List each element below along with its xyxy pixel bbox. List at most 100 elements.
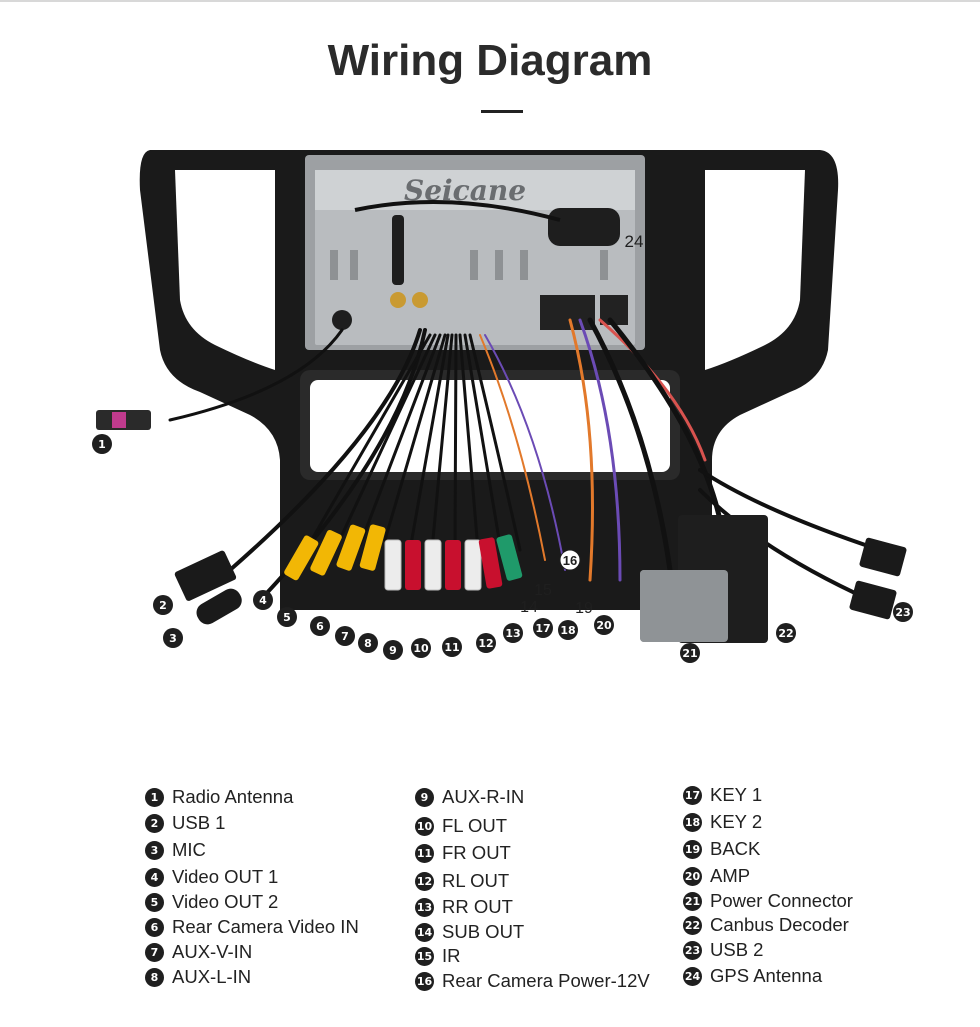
legend-item: 9 AUX-R-IN [415,785,524,809]
callout-23: 23 [893,602,913,622]
title-underline [481,110,523,113]
callout-21: 21 [680,643,700,663]
svg-text:3: 3 [169,632,177,645]
legend-label: KEY 1 [710,784,763,805]
svg-text:11: 11 [444,641,459,654]
svg-text:19: 19 [575,600,593,617]
number-badge: 24 [683,966,702,986]
svg-text:23: 23 [895,606,910,619]
callout-10: 10 [411,638,431,658]
legend-label: RR OUT [442,896,513,917]
svg-text:9: 9 [389,644,397,657]
gps-antenna [548,208,620,246]
callout-6: 6 [310,616,330,636]
callout-4: 4 [253,590,273,610]
number-badge: 16 [415,971,434,991]
svg-text:24: 24 [625,232,644,251]
callout-11: 11 [442,637,462,657]
svg-text:14: 14 [520,599,538,616]
number-badge: 18 [683,812,702,832]
legend-label: MIC [172,839,206,860]
callout-14: 14 [520,599,538,616]
callout-22: 22 [776,623,796,643]
number-badge: 7 [145,942,164,962]
svg-text:22: 22 [778,627,793,640]
legend-label: Video OUT 1 [172,866,279,887]
legend-label: USB 2 [710,939,764,960]
callout-5: 5 [277,607,297,627]
wire-harness [168,317,882,602]
number-badge: 3 [145,840,164,860]
svg-text:2: 2 [159,599,167,612]
legend-item: 15 IR [415,944,461,968]
svg-text:13: 13 [505,627,520,640]
callout-24: 24 [625,232,644,251]
svg-text:21: 21 [682,647,697,660]
callout-2: 2 [153,595,173,615]
legend-label: AUX-R-IN [442,786,525,807]
number-badge: 19 [683,839,702,859]
svg-text:8: 8 [364,637,372,650]
legend-label: FR OUT [442,842,511,863]
usb2-plug-a [859,537,907,577]
svg-text:1: 1 [98,438,106,451]
svg-text:20: 20 [596,619,612,632]
legend-item: 23 USB 2 [683,938,763,962]
number-badge: 23 [683,940,702,960]
svg-text:6: 6 [316,620,324,633]
svg-text:12: 12 [478,637,493,650]
number-badge: 4 [145,867,164,887]
number-badge: 9 [415,787,434,807]
usb2-plug-b [849,580,897,620]
svg-text:16: 16 [563,553,577,568]
callout-18: 18 [558,620,578,640]
callout-20: 20 [594,615,614,635]
number-badge: 10 [415,816,434,836]
legend-label: Canbus Decoder [710,914,849,935]
number-badge: 6 [145,917,164,937]
legend-label: USB 1 [172,812,226,833]
svg-text:17: 17 [535,622,550,635]
legend-label: IR [442,945,461,966]
legend-label: BACK [710,838,761,859]
callout-7: 7 [335,626,355,646]
callout-1: 1 [92,434,112,454]
legend-label: AUX-L-IN [172,966,252,987]
number-badge: 11 [415,843,434,863]
legend-label: KEY 2 [710,811,763,832]
number-badge: 15 [415,946,434,966]
callout-13: 13 [503,623,523,643]
svg-text:10: 10 [413,642,429,655]
callout-12: 12 [476,633,496,653]
number-badge: 12 [415,871,434,891]
number-badge: 14 [415,922,434,942]
legend-item: 16 Rear Camera Power-12V [415,969,650,993]
callout-19: 19 [575,600,593,617]
legend-item: 11 FR OUT [415,841,511,865]
legend-label: Rear Camera Video IN [172,916,359,937]
legend-label: RL OUT [442,870,510,891]
mic-plug [196,588,242,625]
callout-15: 15 [534,582,552,599]
callout-16: 16 [559,549,581,571]
top-divider [0,0,980,2]
svg-text:18: 18 [560,624,575,637]
callout-17: 17 [533,618,553,638]
wiring-diagram: Seicane [92,150,913,663]
legend-label: Rear Camera Power-12V [442,970,650,991]
legend-label: Radio Antenna [172,786,294,807]
svg-text:7: 7 [341,630,349,643]
legend-label: Power Connector [710,890,853,911]
